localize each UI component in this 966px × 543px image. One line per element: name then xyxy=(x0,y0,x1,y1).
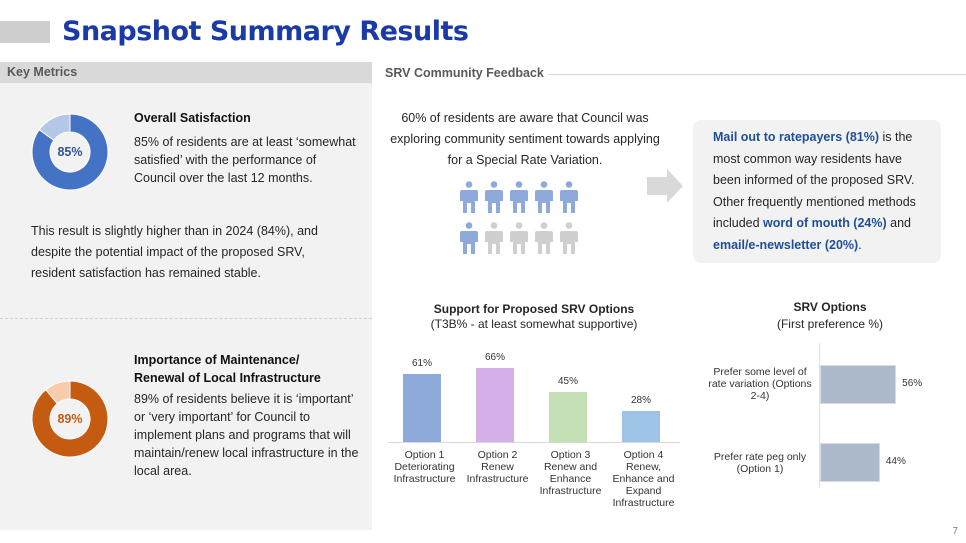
options-chart-title-block: SRV Options (First preference %) xyxy=(720,300,940,332)
callout-text: is the most common way residents have be… xyxy=(713,130,916,230)
feedback-header: SRV Community Feedback xyxy=(385,66,544,80)
importance-donut-label: 89% xyxy=(57,412,83,426)
support-chart-title: Support for Proposed SRV Options xyxy=(433,302,635,316)
arrow-right-icon xyxy=(647,169,683,203)
bar-value-label: 45% xyxy=(557,375,578,387)
category-label: Option 4 Renew, Enhance and Expand Infra… xyxy=(612,449,675,509)
callout-text: and xyxy=(886,216,911,230)
importance-heading: Importance of Maintenance/ Renewal of Lo… xyxy=(134,353,321,385)
bar-value-label: 61% xyxy=(411,357,432,369)
bar-value-label: 56% xyxy=(902,378,923,389)
satisfaction-heading: Overall Satisfaction xyxy=(134,111,251,125)
bar-value-label: 66% xyxy=(484,352,505,364)
satisfaction-donut xyxy=(31,113,109,191)
importance-donut xyxy=(31,380,109,458)
header-rule xyxy=(548,74,966,75)
support-bar-chart: 61% Option 1 Deteriorating Infrastructure… xyxy=(388,340,680,520)
category-label: Option 3 Renew and Enhance Infrastructur… xyxy=(539,449,602,497)
person-unaware-icon xyxy=(560,222,578,254)
satisfaction-text: 85% of residents are at least ‘somewhat … xyxy=(134,135,356,185)
person-aware-icon xyxy=(535,181,553,213)
category-label: Option 1 Deteriorating Infrastructure xyxy=(393,449,456,485)
callout-highlight: Mail out to ratepayers (81%) xyxy=(713,130,880,144)
donut-segment-value xyxy=(31,380,109,458)
callout-highlight: word of mouth (24%) xyxy=(763,216,887,230)
awareness-text: 60% of residents are aware that Council … xyxy=(390,111,660,167)
bar xyxy=(820,365,897,404)
support-chart-subtitle: (T3B% - at least somewhat supportive) xyxy=(430,317,638,331)
category-label: Prefer rate peg only (Option 1) xyxy=(713,451,807,475)
x-axis xyxy=(388,442,680,443)
support-chart-title-block: Support for Proposed SRV Options (T3B% -… xyxy=(388,302,680,332)
bar xyxy=(403,373,441,442)
category-label: Option 2 Renew Infrastructure xyxy=(466,449,529,485)
options-bar-chart: 56% Prefer some level of rate variation (… xyxy=(700,343,966,488)
satisfaction-note: This result is slightly higher than in 2… xyxy=(31,224,318,280)
page-title: Snapshot Summary Results xyxy=(62,16,469,47)
information-source-callout: Mail out to ratepayers (81%) is the most… xyxy=(693,120,941,263)
options-chart-title: SRV Options xyxy=(793,300,867,314)
category-label: Prefer some level of rate variation (Opt… xyxy=(708,366,812,402)
donut-segment-rest xyxy=(38,113,71,141)
person-aware-icon xyxy=(460,181,478,213)
page-number: 7 xyxy=(952,526,958,537)
callout-text: . xyxy=(858,237,862,252)
person-aware-icon xyxy=(485,181,503,213)
title-accent-bar xyxy=(0,21,50,43)
person-unaware-icon xyxy=(535,222,553,254)
donut-segment-value xyxy=(31,113,109,191)
bar xyxy=(622,410,660,442)
divider xyxy=(0,318,372,319)
bar xyxy=(476,368,514,442)
importance-text: 89% of residents believe it is ‘importan… xyxy=(134,392,359,478)
y-axis xyxy=(819,343,820,488)
person-unaware-icon xyxy=(510,222,528,254)
bar xyxy=(549,391,587,442)
key-metrics-header: Key Metrics xyxy=(0,62,372,83)
bar-value-label: 28% xyxy=(630,394,651,406)
person-aware-icon xyxy=(510,181,528,213)
options-chart-subtitle: (First preference %) xyxy=(776,317,884,331)
callout-highlight: email/e-newsletter (20%) xyxy=(713,237,859,252)
donut-segment-rest xyxy=(45,380,71,405)
person-aware-icon xyxy=(560,181,578,213)
bar-value-label: 44% xyxy=(885,456,906,467)
satisfaction-donut-label: 85% xyxy=(57,145,83,159)
person-unaware-icon xyxy=(485,222,503,254)
person-aware-icon xyxy=(460,222,478,254)
bar xyxy=(820,443,880,482)
